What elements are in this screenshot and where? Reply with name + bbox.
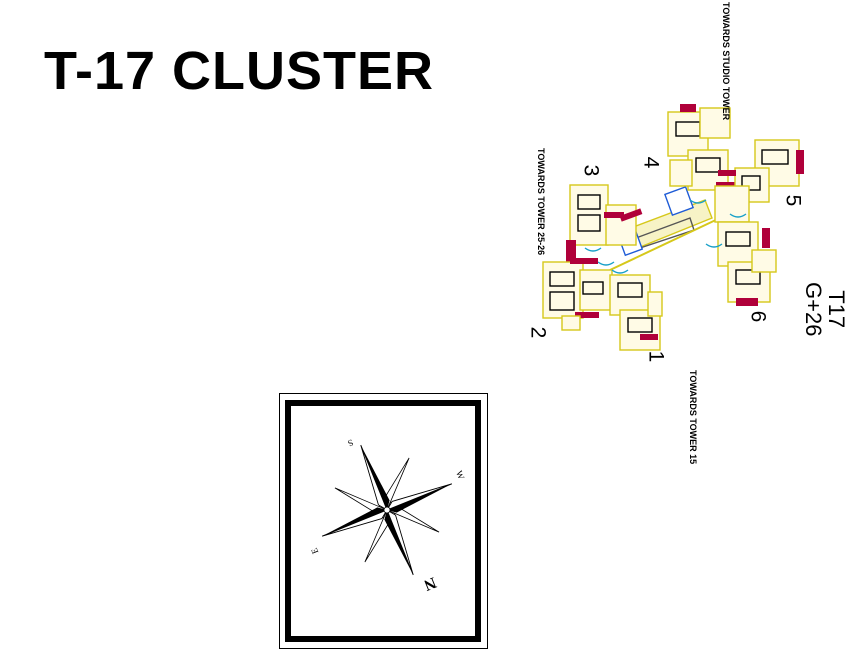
- tower-floors: G+26: [801, 282, 826, 337]
- page-title: T-17 CLUSTER: [44, 41, 435, 101]
- unit-number-2: 2: [526, 326, 550, 339]
- unit-block-6: [705, 221, 777, 306]
- unit-block-4: [667, 104, 736, 204]
- compass-frame: S W E N: [279, 393, 488, 649]
- tower-label: T17 G+26: [801, 282, 849, 337]
- unit-number-1: 1: [644, 350, 668, 363]
- unit-number-3: 3: [579, 164, 603, 177]
- compass-rose-icon: [321, 444, 453, 576]
- label-towards-tower-15: TOWARDS TOWER 15: [688, 370, 698, 465]
- unit-block-2: [542, 258, 613, 331]
- unit-block-1: [609, 269, 663, 351]
- unit-block-5: [714, 139, 804, 223]
- tower-id: T17: [824, 290, 849, 329]
- compass-border: [285, 400, 481, 642]
- label-towards-tower-25-26: TOWARDS TOWER 25-26: [536, 148, 546, 256]
- unit-block-3: [566, 184, 637, 266]
- unit-number-4: 4: [639, 156, 663, 169]
- unit-number-6: 6: [746, 310, 770, 323]
- label-towards-studio-tower: TOWARDS STUDIO TOWER: [721, 2, 731, 121]
- unit-number-5: 5: [781, 194, 805, 207]
